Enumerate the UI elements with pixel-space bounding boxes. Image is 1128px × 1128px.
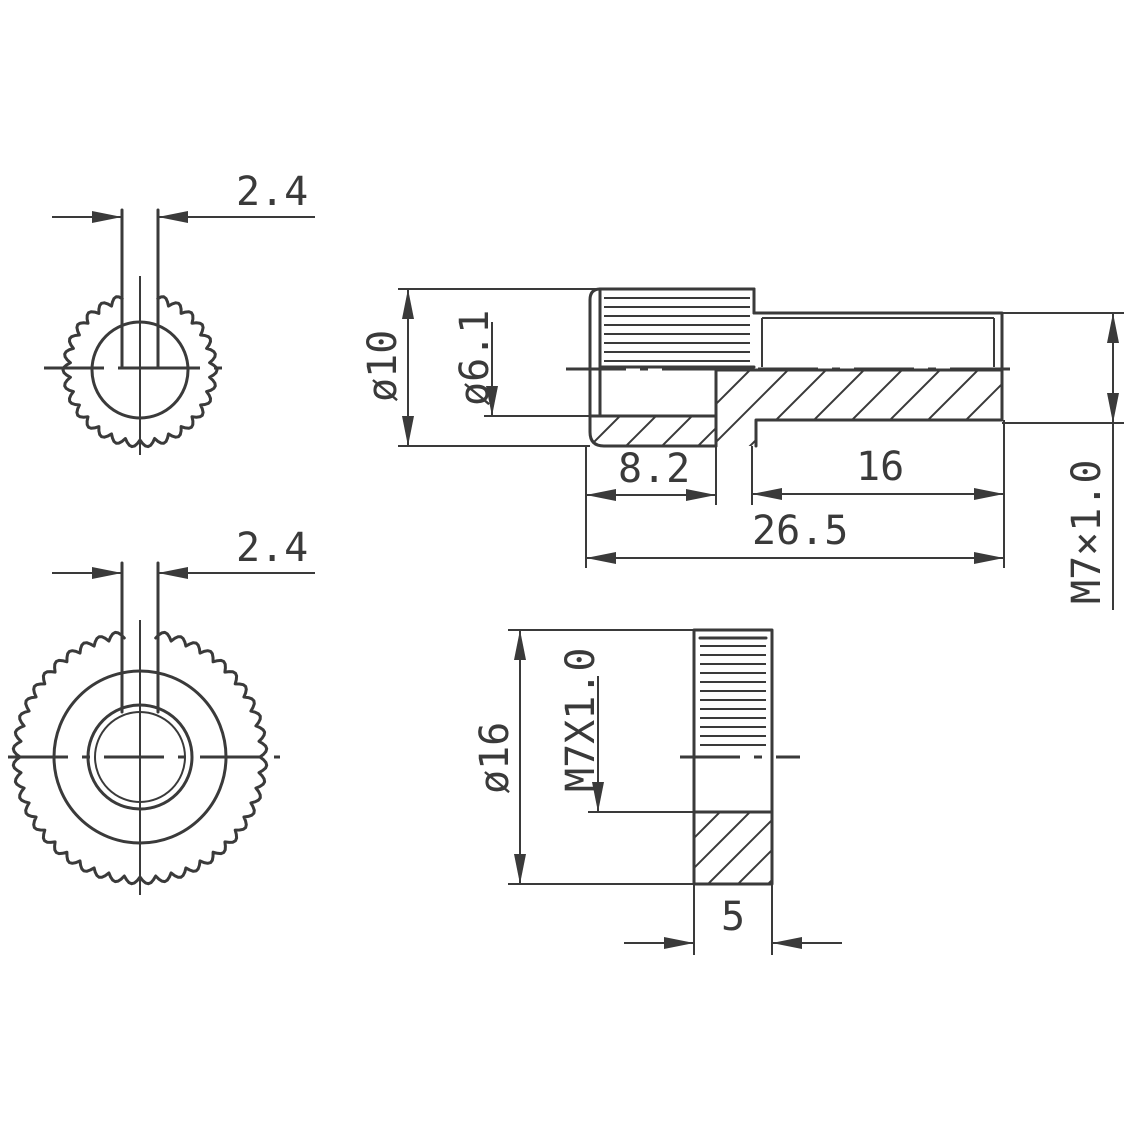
head-diameter-dimension: ø10 [360, 330, 406, 402]
head-length-dimension: 8.2 [618, 446, 690, 492]
nut-diameter-dimension: ø16 [472, 722, 518, 794]
nut-side-view: ø16 M7X1.0 5 [472, 628, 842, 955]
small-slot-dimension: 2.4 [236, 169, 308, 215]
total-length-dimension: 26.5 [752, 508, 848, 554]
large-end-view: 2.4 [8, 525, 315, 895]
nut-thread-dimension: M7X1.0 [558, 648, 604, 793]
screw-shaft-outline [752, 311, 1004, 448]
nut-thickness-dimension: 5 [721, 894, 745, 940]
bore-diameter-dimension: ø6.1 [452, 310, 498, 406]
shaft-length-dimension: 16 [856, 444, 904, 490]
small-end-view: 2.4 [44, 169, 315, 455]
large-slot-dimension: 2.4 [236, 525, 308, 571]
screw-side-view: ø10 ø6.1 8.2 16 26.5 M7×1.0 [360, 287, 1124, 610]
screw-thread-dimension: M7×1.0 [1064, 460, 1110, 605]
